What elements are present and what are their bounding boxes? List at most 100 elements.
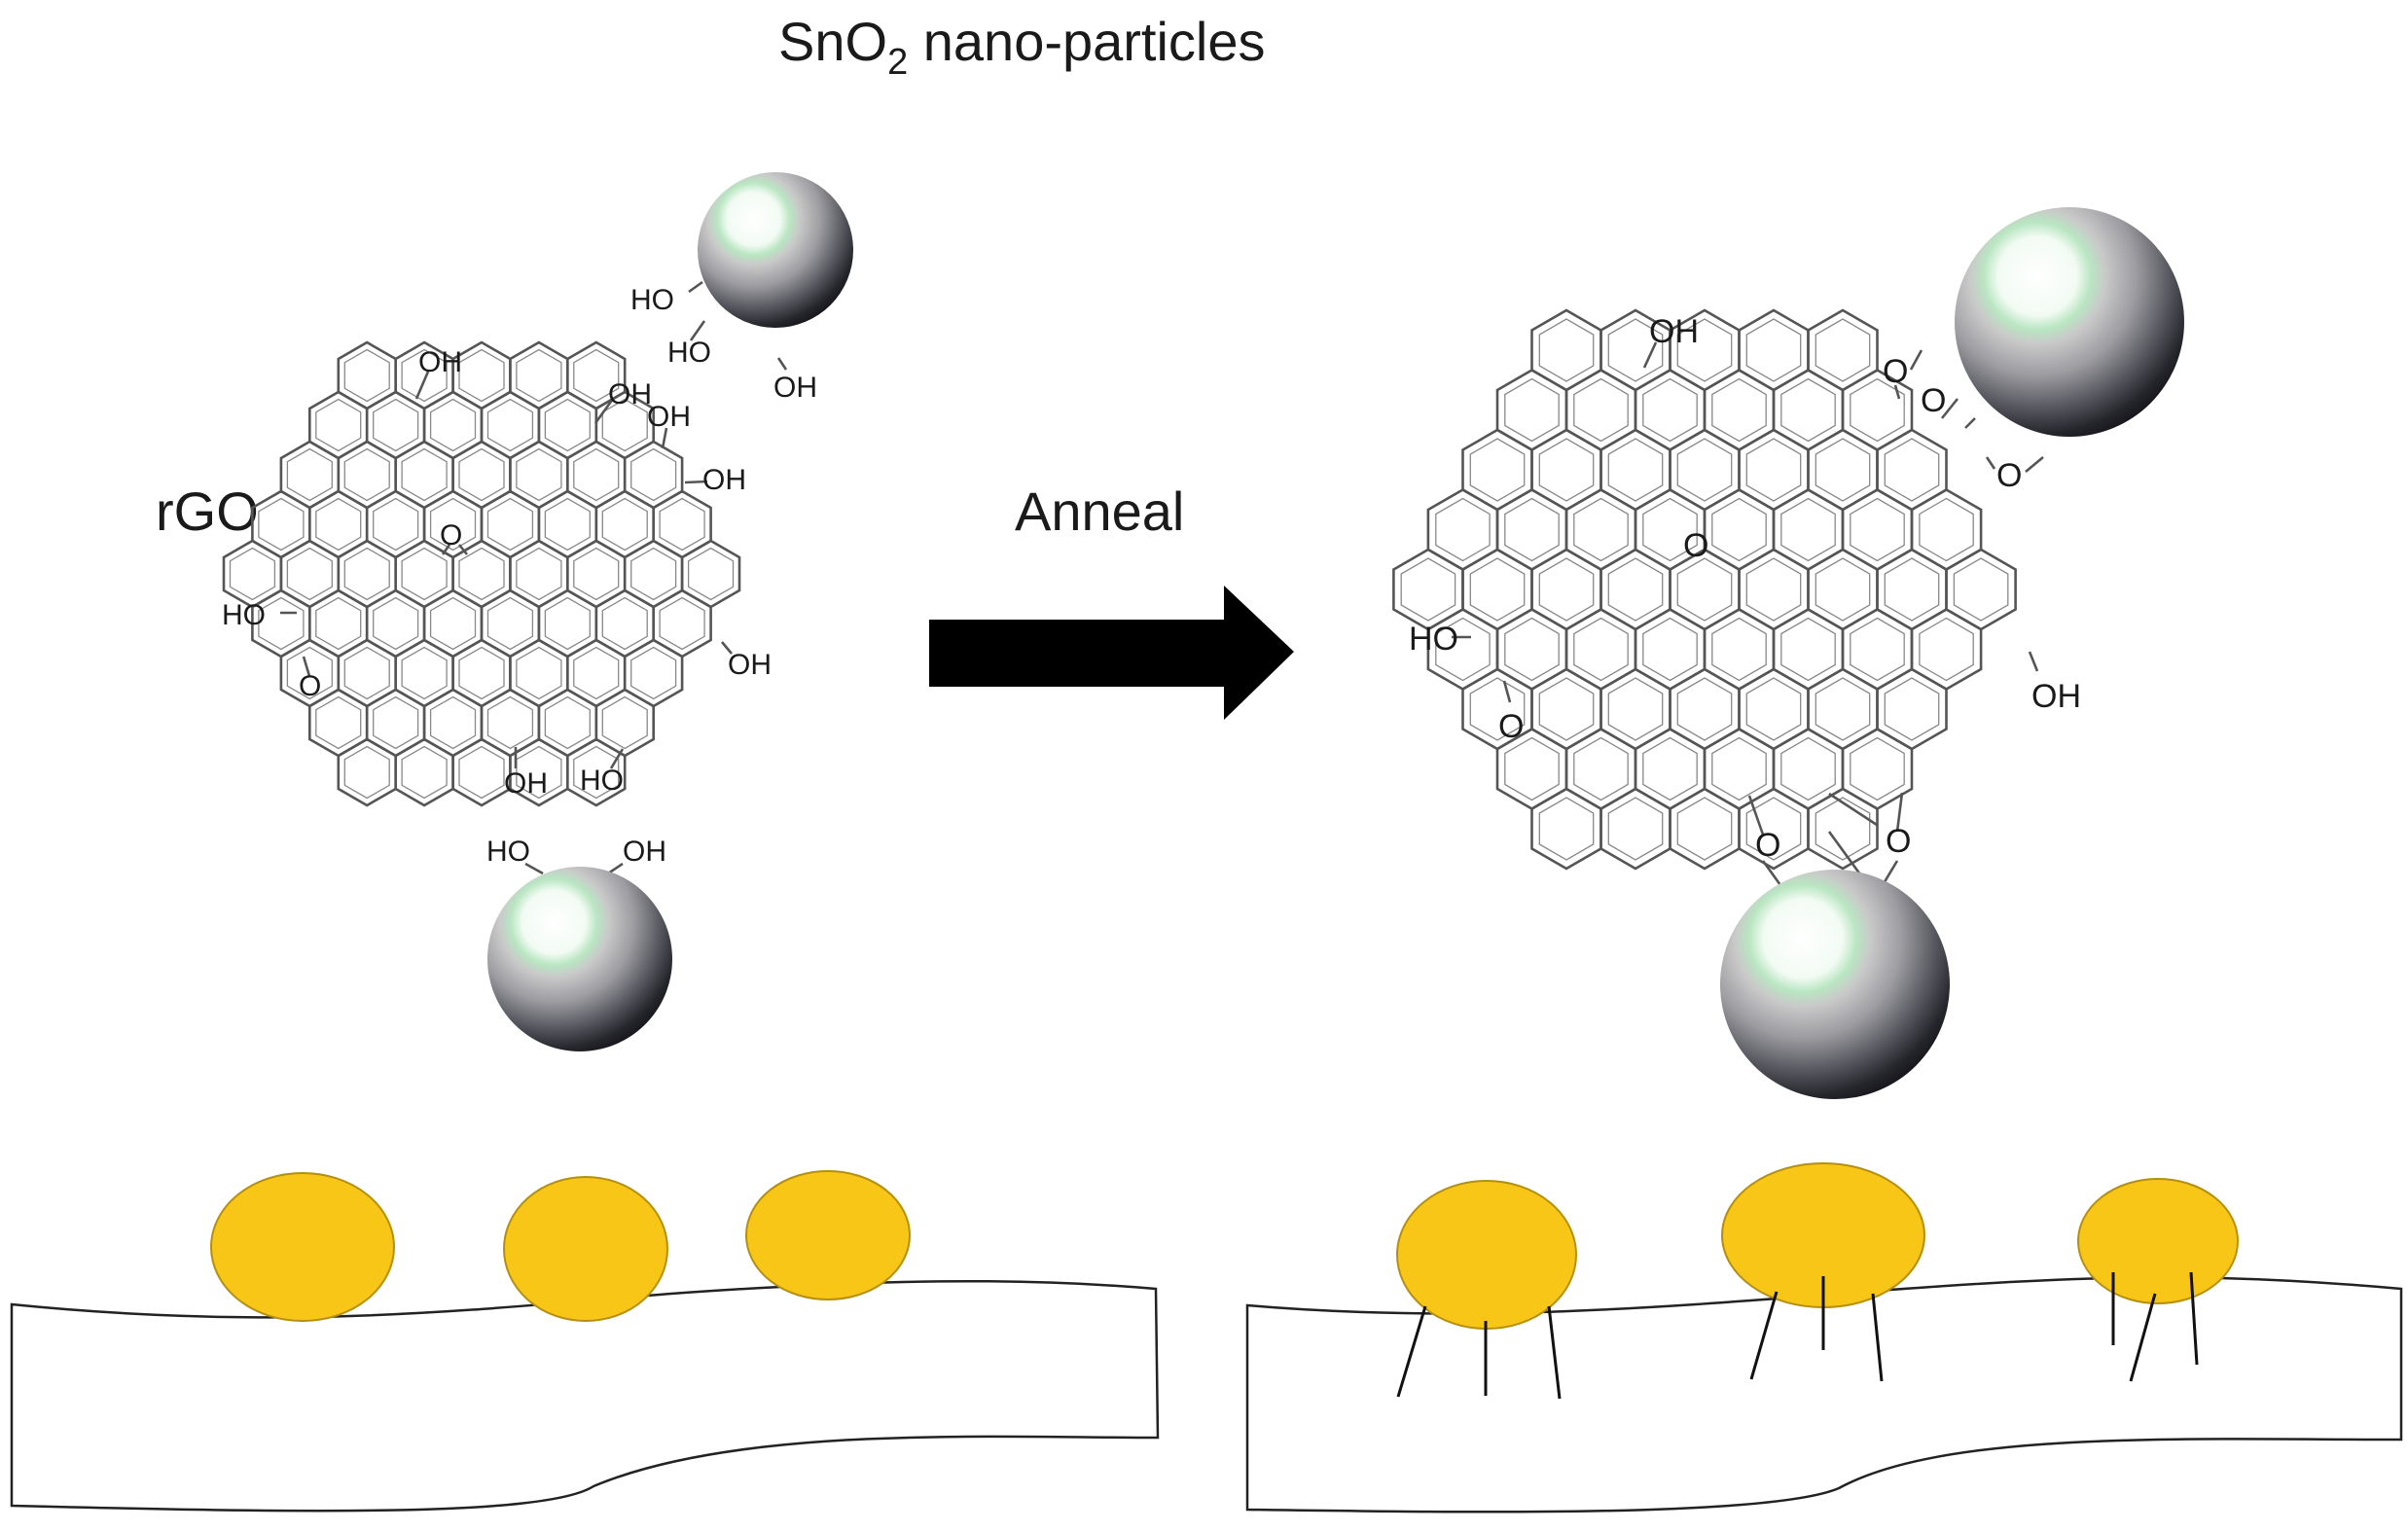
hexagon-inner: [429, 596, 477, 651]
hexagon-ring: [1703, 368, 1776, 452]
hexagon-inner: [458, 646, 505, 700]
hexagon-inner: [1850, 617, 1905, 682]
hexagon-ring: [537, 688, 598, 758]
anneal-arrow: [929, 586, 1294, 720]
group-o: O: [1755, 827, 1780, 864]
hexagon-inner: [1780, 497, 1836, 562]
hexagon-ring: [480, 588, 541, 659]
hexagon-inner: [1711, 617, 1767, 682]
hexagon-ring: [1530, 308, 1602, 392]
hexagon-inner: [401, 547, 448, 601]
hexagon-inner: [286, 447, 333, 502]
hexagon-inner: [1573, 497, 1629, 562]
hexagon-inner: [401, 646, 448, 700]
hexagon-inner: [1919, 617, 1974, 682]
hexagon-ring: [365, 390, 426, 460]
hexagon-inner: [315, 398, 362, 452]
hexagon-inner: [630, 447, 677, 502]
hexagon-inner: [630, 547, 677, 601]
hexagon-ring: [1669, 787, 1741, 871]
group-ho: HO: [580, 765, 624, 797]
hexagon-inner: [1400, 557, 1456, 622]
hexagon-ring: [1738, 548, 1810, 631]
hexagon-ring: [566, 539, 627, 609]
hexagon-inner: [573, 646, 620, 700]
hexagon-inner: [458, 348, 505, 403]
hexagon-ring: [537, 489, 598, 559]
substrate-left: [10, 1279, 1160, 1513]
hexagon-inner: [1538, 438, 1595, 502]
hexagon-ring: [308, 588, 369, 659]
hexagon-ring: [1807, 428, 1879, 512]
left-group-bonds: [280, 280, 788, 875]
hexagon-ring: [422, 390, 484, 460]
group-oh: OH: [418, 346, 462, 378]
hexagon-inner: [1607, 438, 1664, 502]
hexagon-ring: [509, 539, 569, 609]
hexagon-ring: [1634, 727, 1707, 811]
sno2-particle-bottom-left: [487, 867, 672, 1051]
hexagon-inner: [1504, 736, 1560, 801]
hexagon-inner: [1642, 736, 1698, 801]
hexagon-ring: [1876, 667, 1948, 751]
hexagon-inner: [286, 547, 333, 601]
hexagon-ring: [480, 390, 541, 460]
hexagon-inner: [458, 547, 505, 601]
hexagon-inner: [1504, 617, 1560, 682]
hexagon-inner: [1850, 736, 1905, 801]
hexagon-ring: [680, 539, 741, 609]
hexagon-ring: [394, 638, 454, 708]
hexagon-ring: [594, 489, 655, 559]
hexagon-ring: [308, 390, 369, 460]
hexagon-inner: [1607, 318, 1664, 382]
hexagon-inner: [1607, 797, 1664, 861]
hexagon-inner: [1573, 617, 1629, 682]
hexagon-inner: [343, 547, 390, 601]
hexagon-inner: [486, 398, 534, 452]
hexagon-inner: [1884, 557, 1940, 622]
hexagon-inner: [573, 547, 620, 601]
metal-droplet: [2077, 1178, 2239, 1304]
hexagon-inner: [1884, 438, 1940, 502]
hexagon-ring: [1634, 607, 1707, 692]
group-oh: OH: [702, 464, 746, 496]
group-oh: OH: [2031, 678, 2081, 715]
hexagon-inner: [458, 745, 505, 800]
hexagon-ring: [365, 688, 426, 758]
hexagon-ring: [1807, 787, 1879, 871]
hexagon-inner: [659, 596, 705, 651]
group-ho: HO: [667, 337, 711, 369]
metal-droplet: [210, 1172, 395, 1322]
group-oh: OH: [608, 378, 652, 410]
group-ho: HO: [486, 836, 530, 868]
hexagon-inner: [1745, 557, 1802, 622]
hexagon-ring: [394, 440, 454, 510]
hexagon-ring: [1876, 548, 1948, 631]
hexagon-inner: [1780, 617, 1836, 682]
root-lines: [1396, 1271, 2199, 1400]
hexagon-inner: [1745, 677, 1802, 741]
hexagon-inner: [401, 745, 448, 800]
hexagon-ring: [337, 638, 397, 708]
hexagon-ring: [451, 638, 512, 708]
hexagon-inner: [544, 497, 591, 552]
hexagon-ring: [1530, 428, 1602, 512]
hexagon-inner: [544, 695, 591, 750]
hexagon-inner: [1435, 617, 1491, 682]
hexagon-inner: [573, 348, 620, 403]
hexagon-inner: [1711, 497, 1767, 562]
hexagon-inner: [315, 497, 362, 552]
hexagon-inner: [1469, 677, 1526, 741]
right-functional-groups: OH HO O O OH O O O O O: [1409, 313, 2081, 864]
hexagon-ring: [1910, 607, 1983, 692]
hexagon-inner: [1607, 557, 1664, 622]
hexagon-ring: [1738, 428, 1810, 512]
hexagon-inner: [516, 348, 562, 403]
hexagon-ring: [337, 440, 397, 510]
hexagon-ring: [652, 489, 712, 559]
hexagon-ring: [1599, 787, 1671, 871]
hexagon-ring: [1426, 487, 1499, 572]
hexagon-inner: [486, 497, 534, 552]
